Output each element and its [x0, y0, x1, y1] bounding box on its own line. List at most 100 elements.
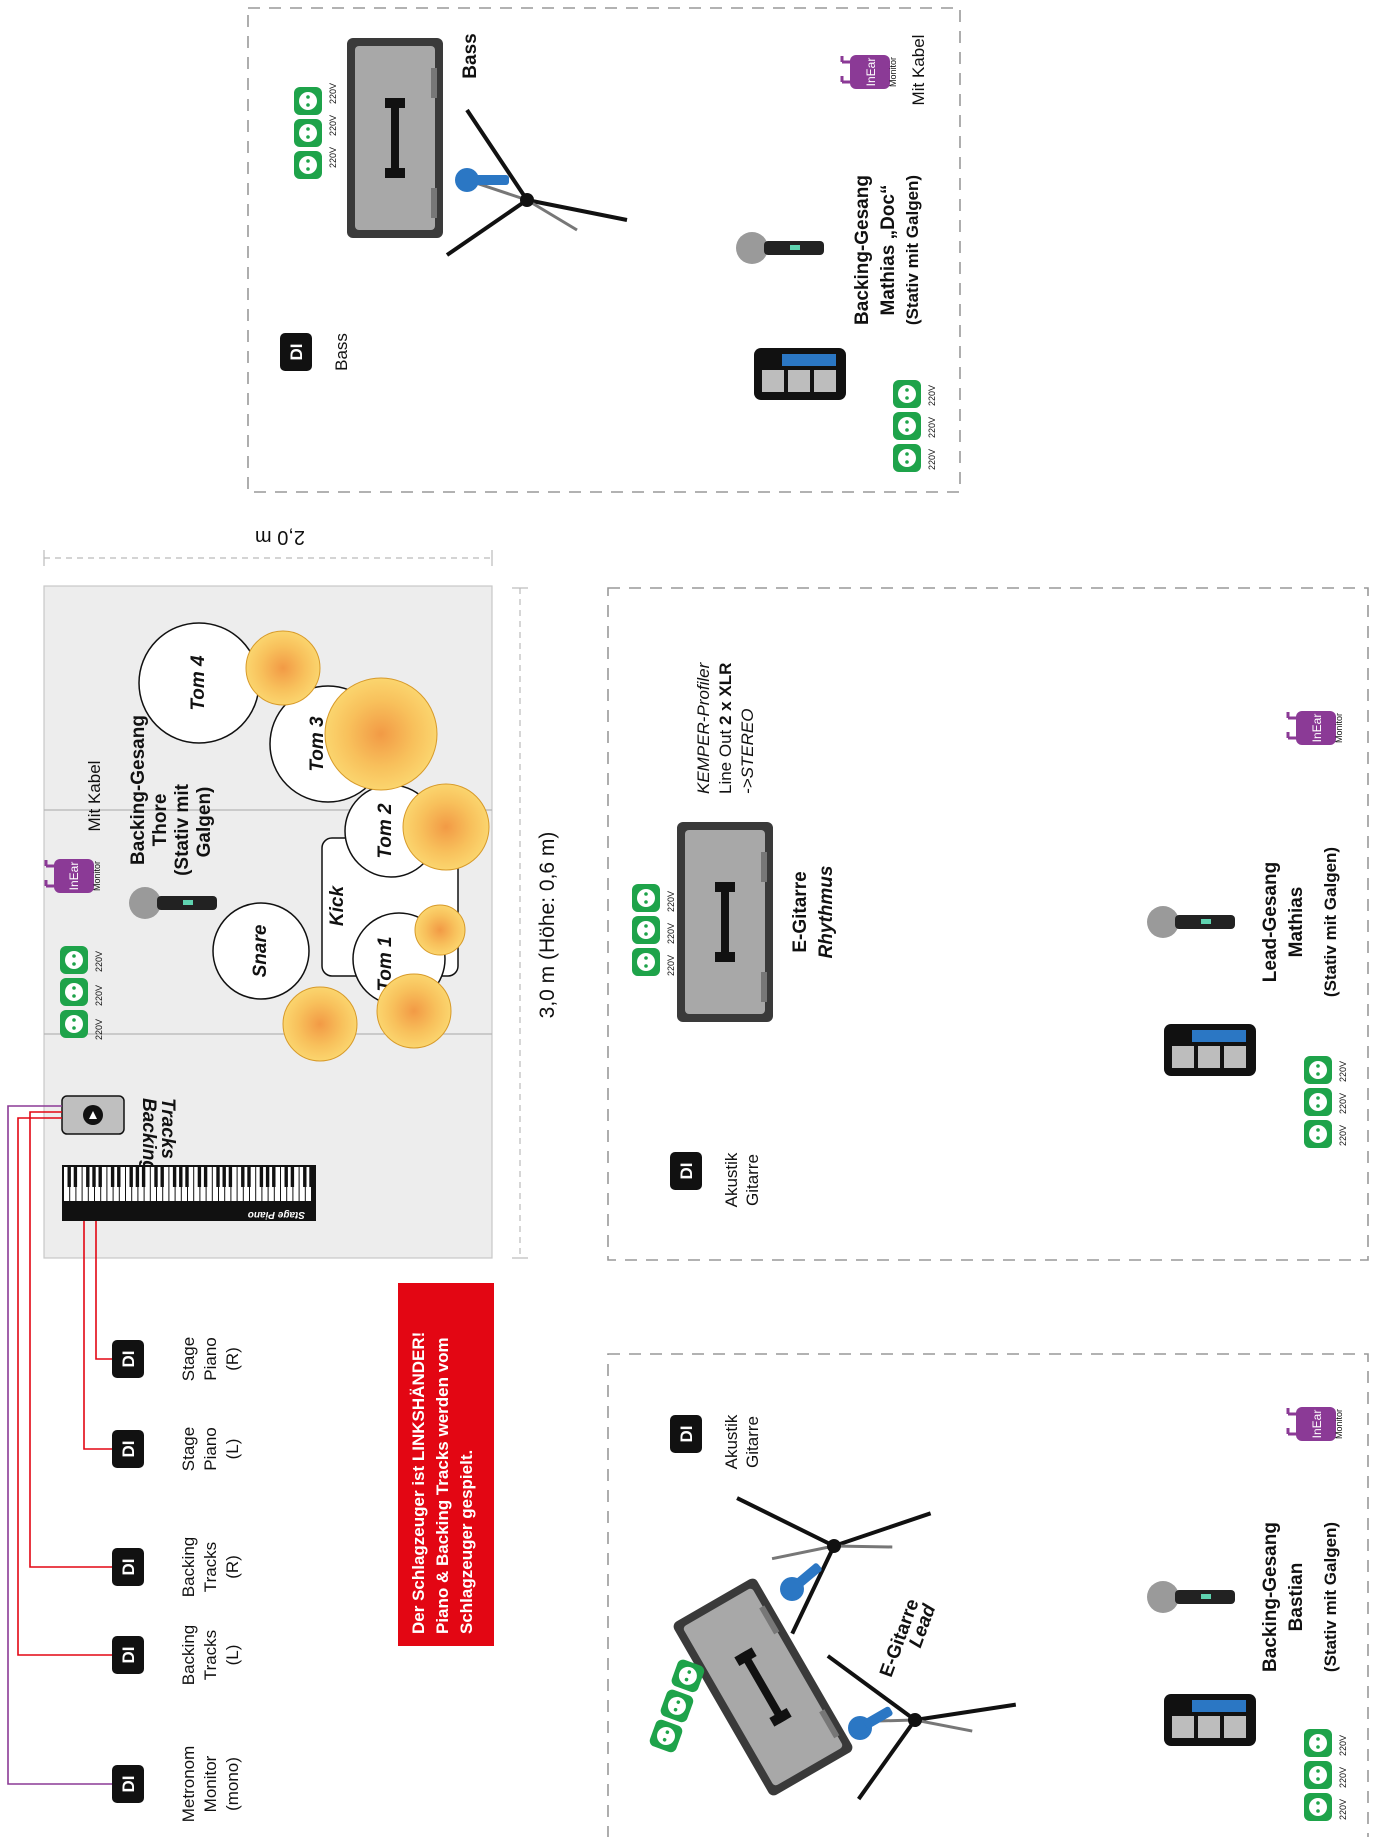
- piano-black-key: [110, 1167, 115, 1187]
- piano-key: [194, 1167, 200, 1201]
- cymbal: [245, 630, 321, 706]
- piano-key: [70, 1167, 76, 1201]
- piano-key: [132, 1167, 138, 1201]
- bass-di-caption: Bass: [332, 333, 351, 371]
- doc-singer-name: Mathias „Doc“: [878, 185, 899, 316]
- lead-power-strip: [1304, 1056, 1332, 1148]
- power-label: 220V: [666, 923, 676, 944]
- lead-singer-stand: (Stativ mit Galgen): [1321, 847, 1340, 997]
- piano-black-key: [290, 1167, 295, 1187]
- di-box-label: DI: [119, 1559, 138, 1576]
- piano-black-key: [117, 1167, 121, 1187]
- piano-key: [82, 1167, 88, 1201]
- piano-key: [64, 1167, 70, 1201]
- piano-key: [274, 1167, 280, 1201]
- di-box-caption: Monitor: [201, 1755, 220, 1812]
- lead-di-caption-1: Akustik: [722, 1414, 741, 1469]
- bass-inear-caption: Mit Kabel: [909, 35, 928, 106]
- inear-badge: InEar: [1310, 1410, 1324, 1439]
- piano-key: [157, 1167, 163, 1201]
- piano-r-cable: [95, 1221, 112, 1360]
- di-box-caption: Tracks: [201, 1630, 220, 1680]
- doc-power-strip: [893, 380, 921, 472]
- piano-black-key: [265, 1167, 270, 1187]
- piano-black-key: [67, 1167, 71, 1187]
- piano-black-key: [222, 1167, 226, 1187]
- snare-drum: [212, 902, 310, 1000]
- piano-black-key: [92, 1167, 96, 1187]
- snare-label: Snare: [250, 924, 271, 977]
- di-box-caption: Tracks: [201, 1542, 220, 1592]
- inear-badge: InEar: [1310, 714, 1324, 743]
- kemper-line3: ->STEREO: [738, 709, 757, 795]
- piano-key: [262, 1167, 268, 1201]
- warning-line3: Schlagzeuger gespielt.: [457, 1450, 476, 1634]
- tom4-label: Tom 4: [188, 655, 209, 711]
- kemper-line1: KEMPER-Profiler: [694, 661, 713, 794]
- piano-black-key: [141, 1167, 146, 1187]
- rhythm-zone: [607, 587, 1369, 1261]
- rhythm-di-caption-1: Akustik: [722, 1152, 741, 1207]
- cymbal: [282, 986, 358, 1062]
- piano-key: [200, 1167, 206, 1201]
- di-box-caption: (L): [223, 1645, 242, 1666]
- bastian-singer-title: Backing-Gesang: [1260, 1522, 1281, 1672]
- bastian-singer-stand: (Stativ mit Galgen): [1321, 1522, 1340, 1672]
- piano-key: [188, 1167, 194, 1201]
- depth-dimension-label: 2,0 m: [255, 526, 305, 548]
- piano-key: [107, 1167, 113, 1201]
- rhythm-amp: [677, 822, 773, 1022]
- power-label: 220V: [927, 449, 937, 470]
- power-label: 220V: [328, 115, 338, 136]
- piano-key: [219, 1167, 225, 1201]
- thore-stand-line2: Galgen): [194, 787, 215, 858]
- drummer-inear-caption: Mit Kabel: [85, 761, 104, 832]
- piano-key: [163, 1167, 169, 1201]
- metronome-cable: [7, 1105, 112, 1785]
- piano-black-key: [98, 1167, 102, 1187]
- piano-black-key: [129, 1167, 133, 1187]
- di-box-caption: Backing: [179, 1625, 198, 1685]
- backing-r-cable: [29, 1111, 112, 1568]
- piano-black-key: [86, 1167, 90, 1187]
- power-label: 220V: [666, 891, 676, 912]
- piano-key: [250, 1167, 256, 1201]
- rhythm-acoustic-di: [670, 1152, 702, 1190]
- lead-pedalboard: [1164, 1024, 1256, 1076]
- tom3-label: Tom 3: [307, 716, 328, 772]
- piano-key: [299, 1167, 305, 1201]
- piano-black-key: [179, 1167, 183, 1187]
- di-box-caption: Metronom: [179, 1746, 198, 1823]
- piano-black-key: [172, 1167, 177, 1187]
- piano-key: [293, 1167, 299, 1201]
- piano-black-key: [154, 1167, 158, 1187]
- piano-key: [212, 1167, 218, 1201]
- rhythm-power-strip: [632, 884, 660, 976]
- piano-black-key: [203, 1167, 208, 1187]
- di-box-caption: Stage: [179, 1427, 198, 1471]
- power-label: 220V: [927, 417, 937, 438]
- power-label: 220V: [328, 147, 338, 168]
- di-box-caption: (R): [223, 1347, 242, 1371]
- piano-key: [175, 1167, 181, 1201]
- piano-key: [88, 1167, 94, 1201]
- warning-box: [398, 1283, 494, 1646]
- piano-key: [231, 1167, 237, 1201]
- piano-key: [126, 1167, 132, 1201]
- warning-line2: Piano & Backing Tracks werden vom: [433, 1337, 452, 1634]
- power-label: 220V: [1338, 1125, 1348, 1146]
- doc-singer-stand: (Stativ mit Galgen): [903, 175, 922, 325]
- di-box-caption: (mono): [223, 1757, 242, 1811]
- piano-black-key: [228, 1167, 233, 1187]
- lead-zone: [607, 1353, 1369, 1837]
- di-box-caption: Stage: [179, 1337, 198, 1381]
- bass-amp-label: Bass: [460, 33, 481, 78]
- cymbal: [376, 973, 452, 1049]
- cymbal: [402, 783, 490, 871]
- power-label: 220V: [94, 1019, 104, 1040]
- width-dimension-label: 3,0 m (Höhe: 0,6 m): [536, 832, 559, 1019]
